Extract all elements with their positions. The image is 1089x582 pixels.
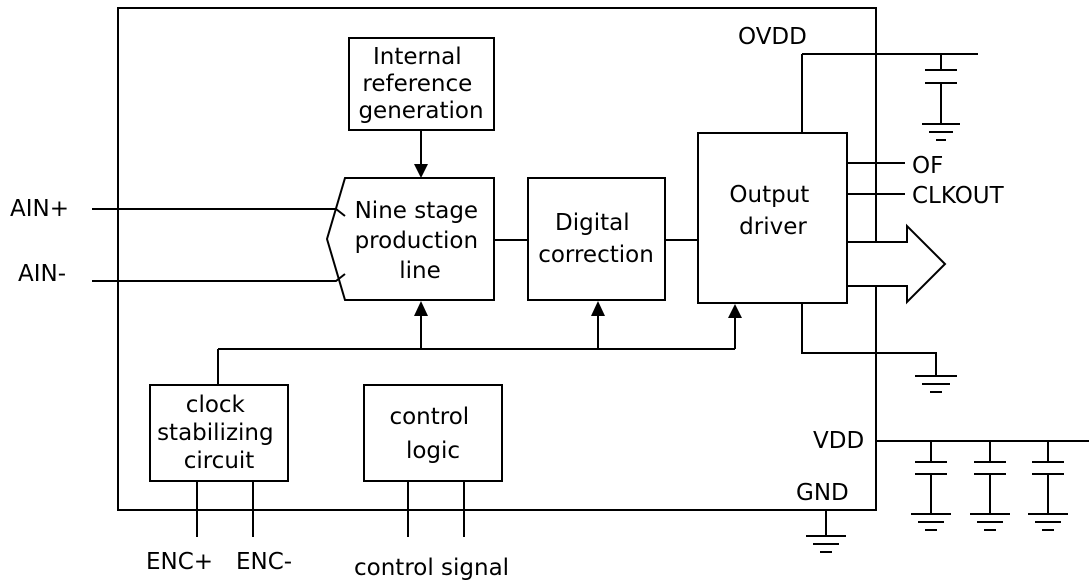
of-label: OF [912, 153, 943, 179]
vdd-ground-icon-1 [911, 513, 951, 531]
internal-reference-label: Internal reference generation [358, 44, 483, 124]
ovdd-label: OVDD [738, 24, 807, 50]
clock-stabilizing-block [149, 384, 289, 482]
pipeline-label: Nine stage production line [355, 198, 486, 284]
ain-minus-label: AIN- [18, 261, 66, 287]
output-driver-label: Output driver [729, 182, 816, 240]
ref-arrowhead [414, 164, 428, 178]
driver-ground-icon [915, 375, 957, 393]
vdd-ground-icon-3 [1028, 513, 1068, 531]
vdd-label: VDD [813, 428, 864, 454]
vdd-capacitor-3 [1032, 441, 1064, 514]
clkout-label: CLKOUT [912, 183, 1005, 209]
data-bus-arrow-icon [846, 223, 947, 305]
driver-ground-line [801, 303, 937, 376]
vdd-capacitor-1 [915, 441, 947, 514]
gnd-ground-icon [806, 535, 846, 553]
ain-minus-line [92, 273, 346, 282]
ain-plus-line [92, 208, 346, 217]
vdd-capacitor-2 [974, 441, 1006, 514]
ovdd-capacitor [925, 54, 957, 124]
control-logic-block [363, 384, 503, 482]
gnd-label: GND [796, 480, 849, 506]
pipeline-block [325, 177, 495, 301]
output-driver-block [697, 132, 848, 304]
ovdd-ground-icon [922, 123, 960, 141]
clock-correction-arrowhead [591, 301, 605, 316]
vdd-ground-icon-2 [970, 513, 1010, 531]
clock-driver-arrowhead [728, 304, 742, 318]
enc-plus-label: ENC+ [146, 549, 213, 575]
enc-minus-label: ENC- [236, 549, 292, 575]
clock-pipeline-arrowhead [414, 301, 428, 316]
digital-correction-block [527, 177, 666, 301]
digital-correction-label: Digital correction [538, 210, 654, 268]
clock-stabilizing-label: clock stabilizing circuit [157, 392, 281, 474]
control-logic-label: control logic [389, 404, 476, 464]
control-signal-label: control signal [354, 555, 509, 581]
ain-plus-label: AIN+ [10, 196, 69, 222]
